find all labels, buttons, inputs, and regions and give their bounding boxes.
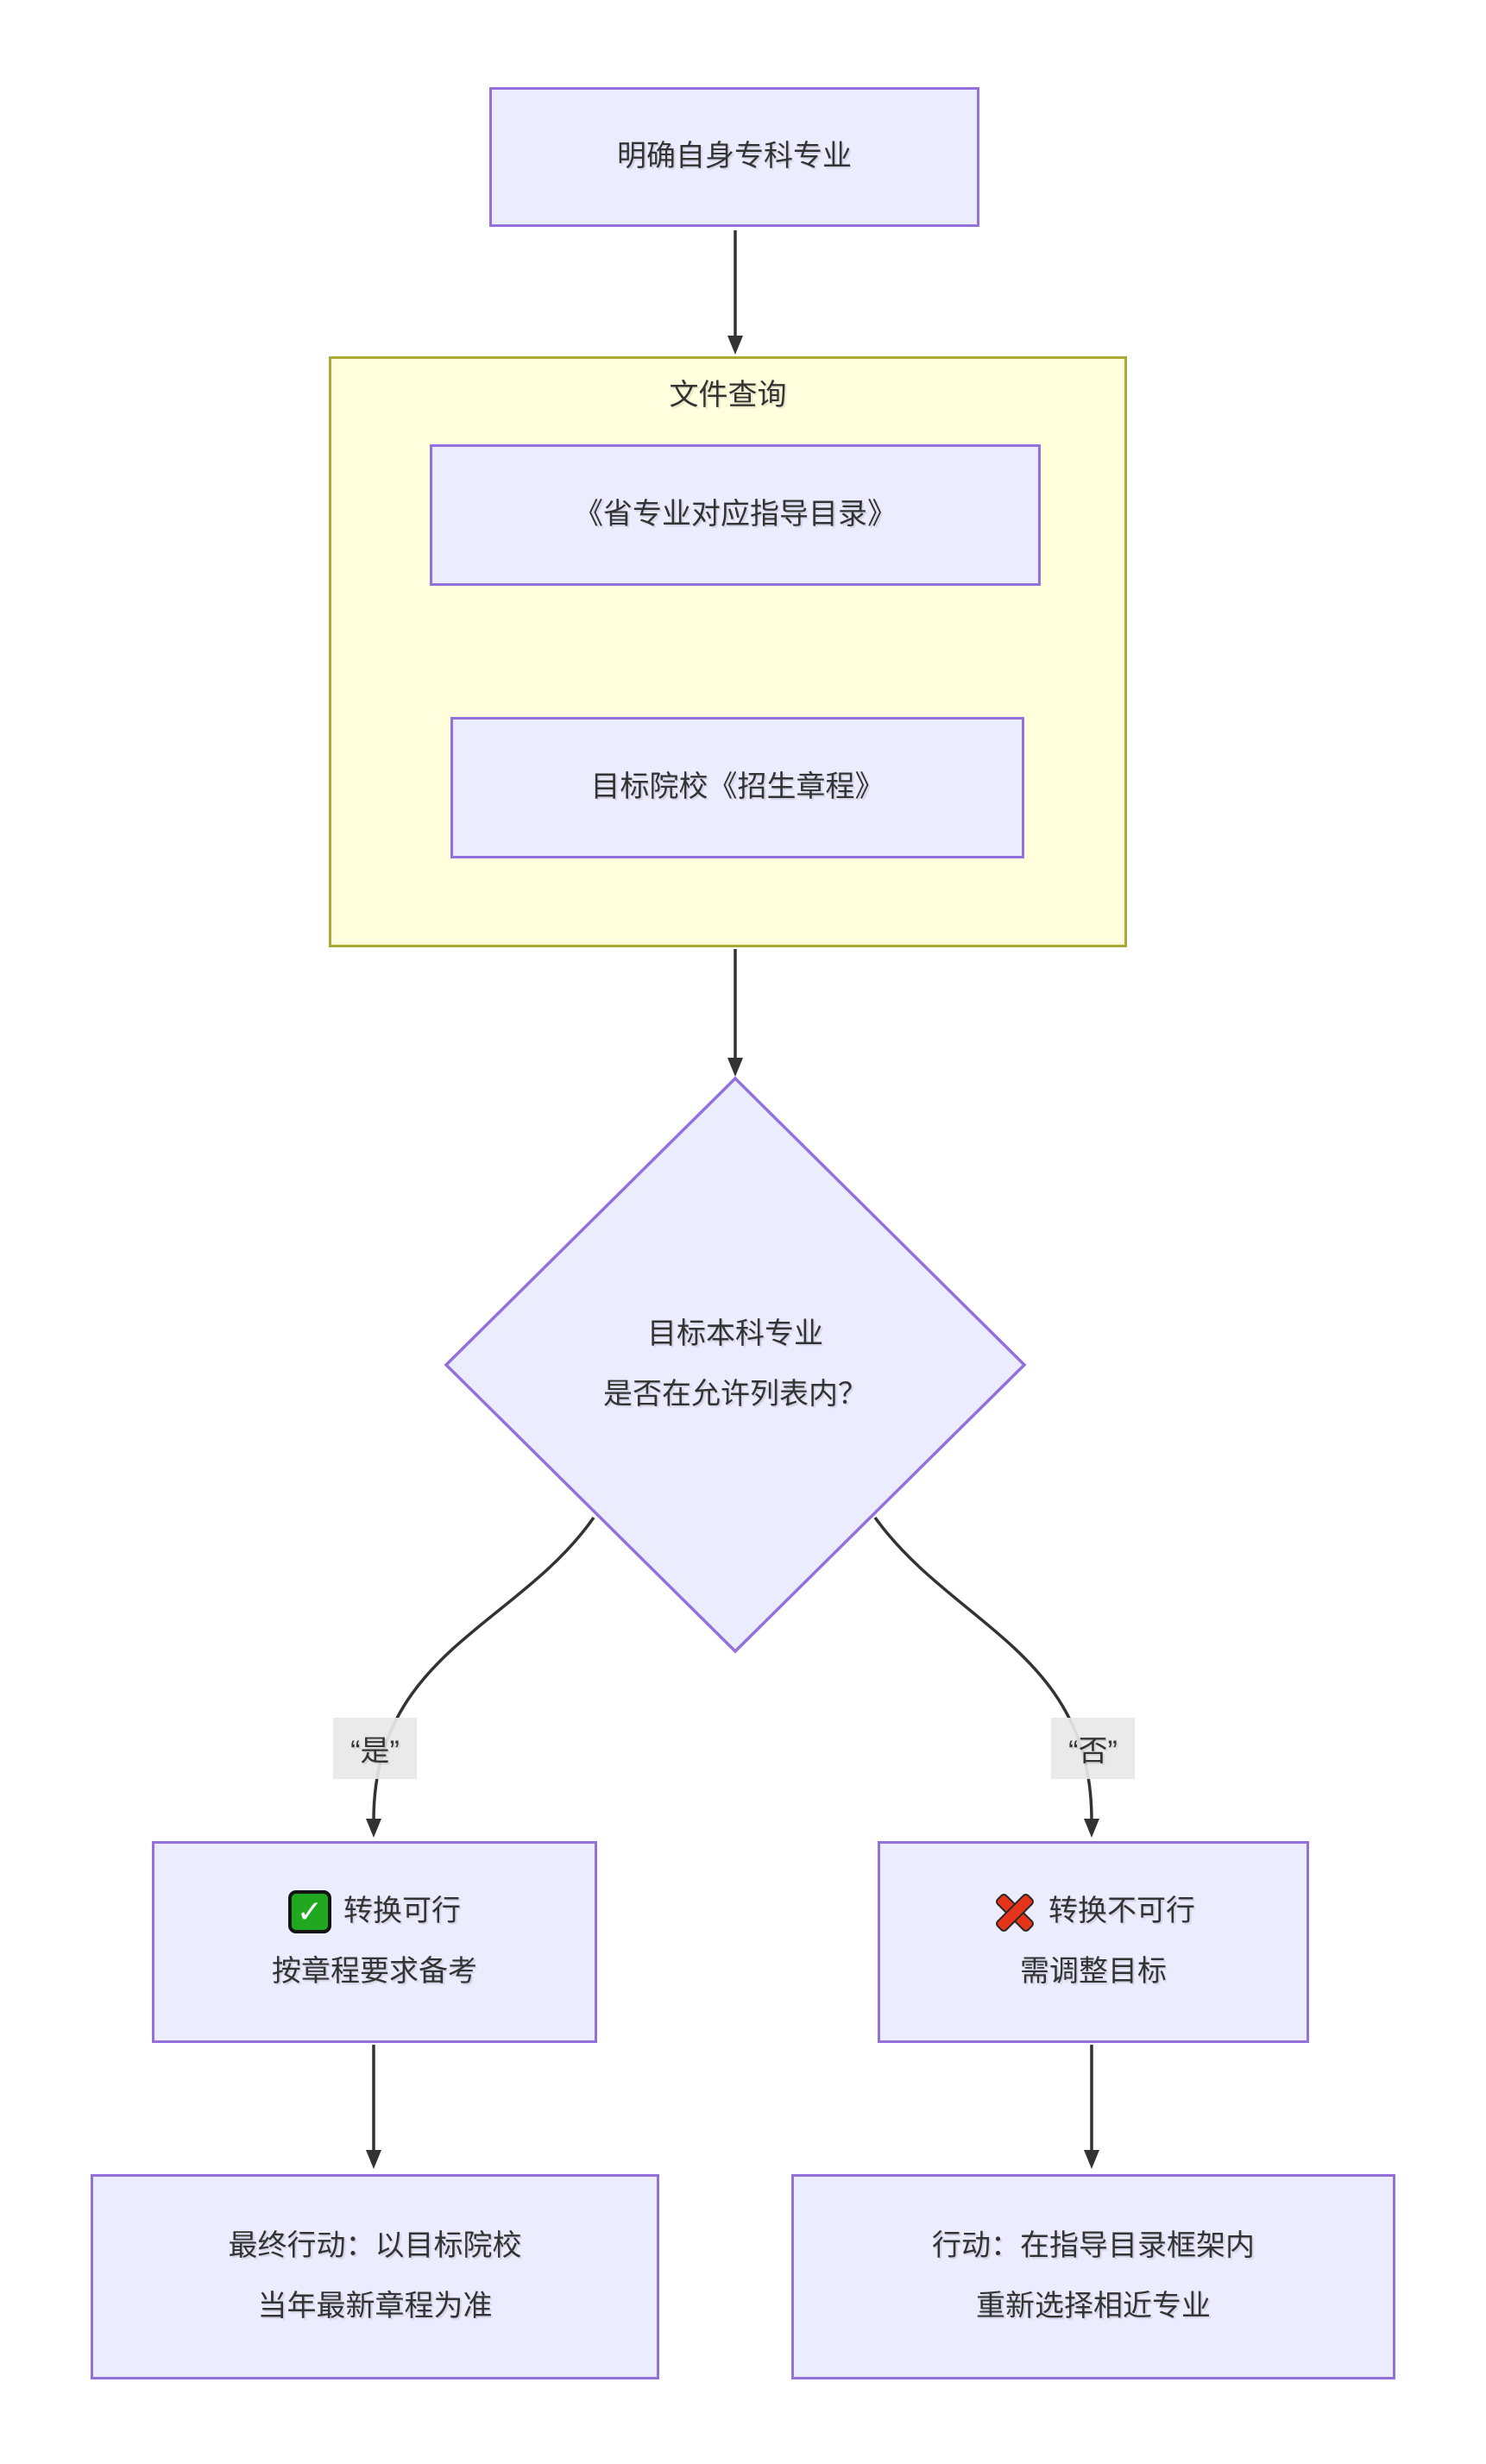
edge-label-no-text: “否”: [1068, 1735, 1118, 1768]
infeasible-line1-text: 转换不可行: [1048, 1895, 1195, 1928]
node-province-catalog: 《省专业对应指导目录》: [430, 444, 1041, 586]
action-yes-line2: 当年最新章程为准: [257, 2290, 493, 2323]
node-final-action-yes: 最终行动：以目标院校 当年最新章程为准: [91, 2174, 659, 2379]
feasible-line1: ✓ 转换可行: [288, 1882, 461, 1942]
infeasible-line2-text: 需调整目标: [1020, 1955, 1167, 1988]
decision-line1: 目标本科专业: [647, 1317, 823, 1351]
node-admission-charter: 目标院校《招生章程》: [450, 717, 1024, 858]
check-icon: ✓: [288, 1890, 331, 1934]
feasible-line1-text: 转换可行: [343, 1895, 461, 1928]
decision-line2: 是否在允许列表内？: [603, 1378, 867, 1411]
node-start: 明确自身专科专业: [489, 87, 979, 227]
action-no-line2: 重新选择相近专业: [976, 2290, 1211, 2323]
infeasible-line1: 转换不可行: [992, 1882, 1195, 1942]
check-glyph: ✓: [296, 1894, 324, 1930]
node-admission-charter-label: 目标院校《招生章程》: [590, 770, 885, 804]
cluster-title: 文件查询: [669, 379, 787, 412]
edge-label-yes: “是”: [333, 1718, 417, 1779]
node-start-label: 明确自身专科专业: [617, 140, 852, 173]
action-yes-line1: 最终行动：以目标院校: [228, 2229, 522, 2263]
node-transfer-feasible: ✓ 转换可行 按章程要求备考: [152, 1841, 597, 2043]
action-no-line1: 行动：在指导目录框架内: [932, 2229, 1255, 2263]
decision-diamond: [444, 1076, 1027, 1654]
node-final-action-no: 行动：在指导目录框架内 重新选择相近专业: [791, 2174, 1395, 2379]
node-province-catalog-label: 《省专业对应指导目录》: [574, 498, 897, 531]
feasible-line2-text: 按章程要求备考: [272, 1955, 477, 1988]
cross-icon: [992, 1889, 1036, 1934]
node-transfer-infeasible: 转换不可行 需调整目标: [878, 1841, 1309, 2043]
decision-node-label: 目标本科专业 是否在允许列表内？: [476, 1279, 994, 1451]
edge-label-yes-text: “是”: [350, 1735, 400, 1768]
edge-label-no: “否”: [1051, 1718, 1135, 1779]
